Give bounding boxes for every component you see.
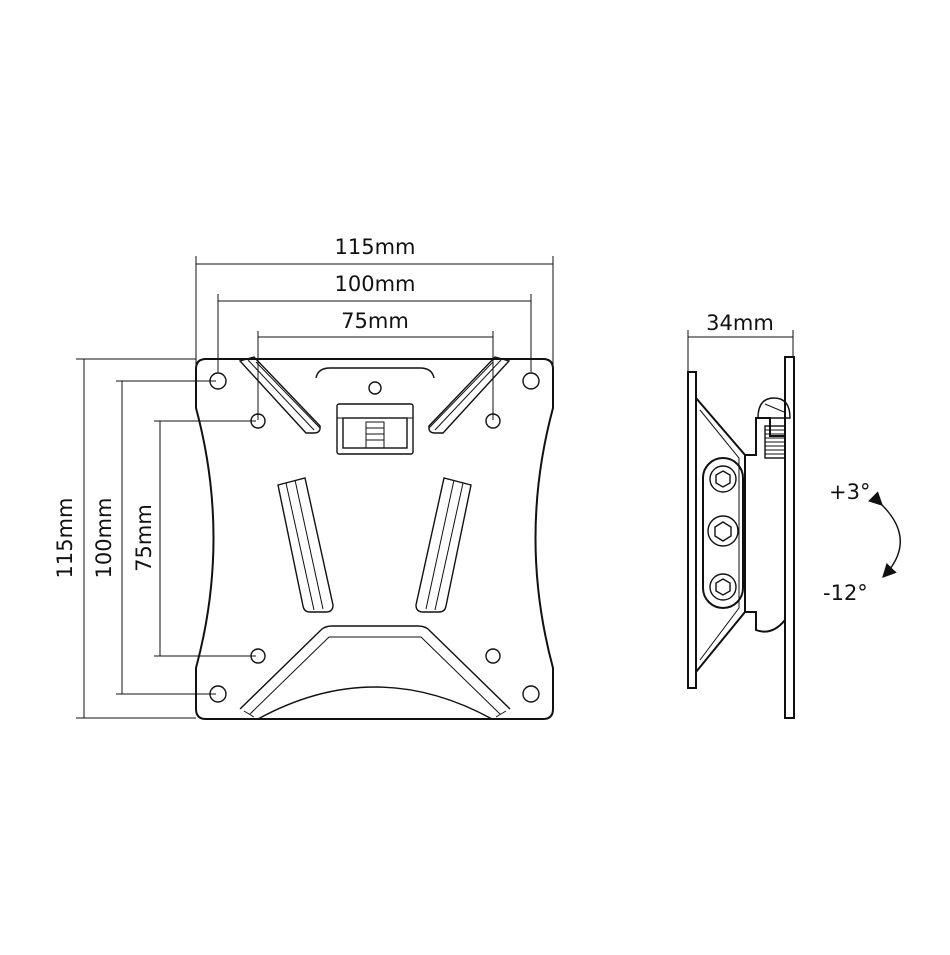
tilt-up-label: +3° (829, 480, 870, 504)
height-75-dimension: 75mm (132, 420, 256, 657)
center-bolt (707, 515, 739, 547)
depth-34-dimension: 34mm (687, 311, 794, 372)
top-bracket-pin (368, 381, 382, 395)
hole-bottom-right-75 (485, 648, 501, 664)
side-view: 34mm (687, 311, 901, 719)
front-view: 115mm 100mm 75mm 115mm 100mm (53, 235, 554, 720)
hole-top-left-100 (209, 372, 227, 390)
width-115-label: 115mm (335, 235, 416, 259)
hole-bottom-left-100 (209, 685, 227, 703)
tilt-down-label: -12° (823, 581, 868, 605)
top-left-rib (238, 356, 321, 434)
locking-latch (336, 403, 414, 455)
height-115-label: 115mm (53, 498, 77, 579)
display-plate (687, 371, 697, 689)
height-100-dimension: 100mm (92, 380, 216, 695)
width-100-dimension: 100mm (217, 272, 532, 372)
height-75-label: 75mm (132, 504, 156, 572)
width-75-dimension: 75mm (257, 309, 494, 420)
lower-bolt (709, 573, 737, 601)
depth-34-label: 34mm (706, 311, 774, 335)
hatched-block (764, 425, 786, 459)
height-115-dimension: 115mm (53, 358, 196, 719)
pivot-link (702, 457, 744, 609)
tilt-arrow (868, 491, 901, 579)
hole-bottom-left-75 (250, 648, 266, 664)
width-100-label: 100mm (335, 272, 416, 296)
height-100-label: 100mm (92, 498, 116, 579)
width-75-label: 75mm (341, 309, 409, 333)
bottom-rib (239, 625, 511, 720)
top-right-rib (428, 356, 511, 434)
hole-bottom-right-100 (522, 685, 540, 703)
hole-top-right-100 (522, 372, 540, 390)
bracket-body (744, 417, 786, 633)
mounting-plate-outline (195, 358, 554, 720)
right-slot (415, 477, 472, 613)
mounting-holes (209, 372, 540, 703)
hole-top-left-75 (250, 413, 266, 429)
top-screw (757, 397, 791, 419)
hole-top-right-75 (485, 413, 501, 429)
left-slot (277, 477, 334, 613)
top-bracket-tab (315, 367, 435, 379)
upper-bolt (709, 465, 737, 493)
width-115-dimension: 115mm (195, 235, 554, 372)
